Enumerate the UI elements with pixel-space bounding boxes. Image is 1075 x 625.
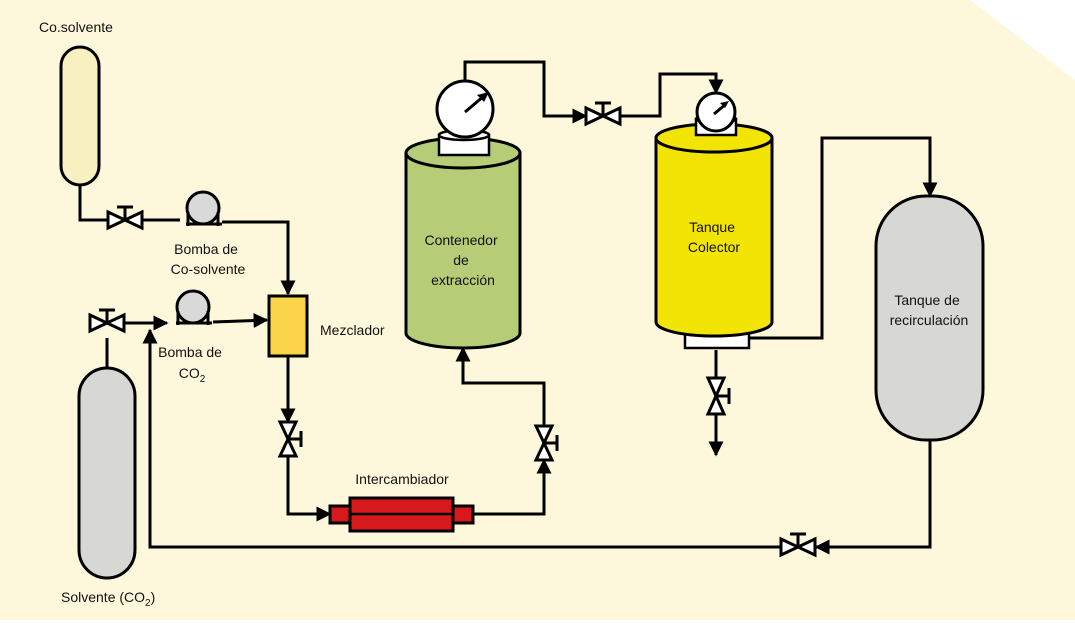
heat-exchanger bbox=[328, 496, 475, 533]
label-solvent-tank: Solvente (CO2) bbox=[61, 589, 155, 609]
pipe-recirculation-down bbox=[814, 440, 932, 555]
cosolvent-tank bbox=[59, 45, 101, 187]
label-recirculation-tank: Tanque de recirculación bbox=[890, 292, 969, 328]
label-co2-pump: Bomba de CO2 bbox=[158, 344, 226, 385]
pipe-return-to-co2 bbox=[142, 328, 781, 549]
pipe-extraction-top bbox=[463, 60, 588, 124]
pipe-valve-to-extraction bbox=[455, 346, 546, 426]
collector-gauge bbox=[694, 91, 738, 137]
extraction-gauge bbox=[435, 79, 495, 157]
pump-icon bbox=[185, 190, 222, 226]
solvent-co2-tank bbox=[77, 366, 137, 580]
pipe-collector-to-recirculation bbox=[750, 136, 938, 340]
piping bbox=[78, 60, 938, 555]
label-collector-tank: Tanque Colector bbox=[688, 219, 740, 255]
recirculation-tank bbox=[874, 194, 985, 442]
pump-icon bbox=[175, 289, 212, 325]
label-cosolvent-tank: Co.solvente bbox=[39, 19, 113, 35]
pipe-cosolvent-to-valve bbox=[78, 185, 108, 222]
valve-icon bbox=[533, 424, 559, 462]
pipe-valve-to-collector bbox=[620, 72, 724, 118]
extraction-vessel bbox=[404, 136, 522, 350]
valve-icon bbox=[106, 205, 144, 231]
label-cosolvent-pump: Bomba de Co-solvente bbox=[171, 241, 246, 277]
pipe-valve-to-exchanger bbox=[286, 456, 332, 522]
collector-tank bbox=[654, 122, 774, 350]
valve-icon bbox=[584, 101, 622, 127]
valve-icon bbox=[779, 532, 817, 558]
label-mixer: Mezclador bbox=[320, 322, 385, 338]
mixer-box bbox=[267, 294, 309, 358]
label-extraction-vessel: Contenedor de extracción bbox=[424, 232, 501, 288]
label-exchanger: Intercambiador bbox=[355, 471, 449, 487]
valve-icon bbox=[277, 420, 303, 458]
pipe-co2-pump-to-mixer bbox=[212, 313, 269, 328]
valve-icon bbox=[705, 376, 731, 416]
pipe-cosolvent-pump-to-mixer bbox=[222, 220, 296, 296]
pressure-gauge-icon bbox=[435, 79, 495, 139]
valve-icon bbox=[88, 308, 126, 334]
pipe-exchanger-to-valve bbox=[472, 458, 552, 516]
